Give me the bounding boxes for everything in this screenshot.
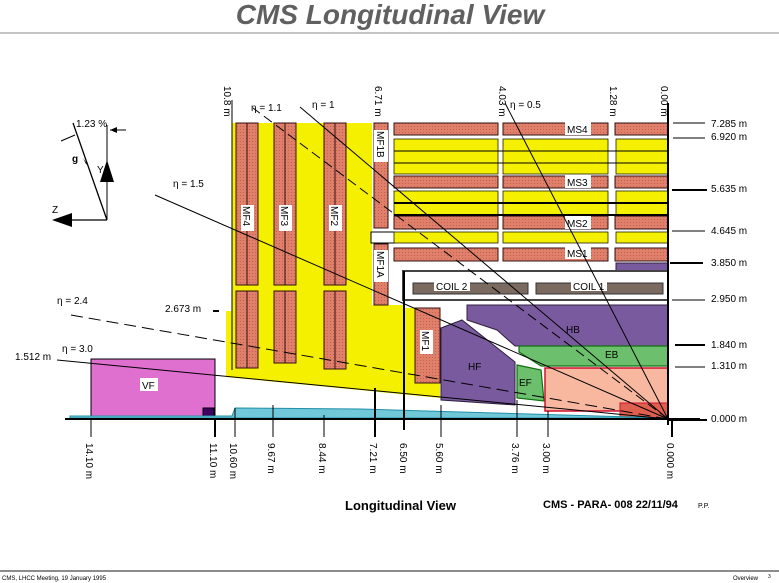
svg-text:3.850 m: 3.850 m bbox=[711, 258, 747, 269]
z-arrow-icon bbox=[52, 213, 72, 227]
svg-text:2.950 m: 2.950 m bbox=[711, 294, 747, 305]
svg-text:7.285 m: 7.285 m bbox=[711, 119, 747, 130]
hb-label: HB bbox=[566, 325, 580, 336]
coil1-label: COIL 1 bbox=[573, 282, 605, 293]
gravity-diagram: 1.23 % g Y Z bbox=[52, 119, 126, 227]
mf1b-label: MF1B bbox=[374, 131, 385, 158]
eta-1.5-label: η = 1.5 bbox=[173, 179, 204, 190]
eb-label: EB bbox=[605, 350, 619, 361]
mf2-label: MF2 bbox=[328, 206, 339, 226]
svg-text:11.10 m: 11.10 m bbox=[207, 443, 218, 478]
eta-lines bbox=[56, 102, 669, 420]
svg-text:9.67 m: 9.67 m bbox=[265, 443, 276, 474]
ms1-label: MS1 bbox=[567, 249, 588, 260]
ms3-label: MS3 bbox=[567, 178, 588, 189]
ms4-label: MS4 bbox=[567, 125, 588, 136]
gravity-label: g bbox=[72, 154, 78, 165]
mf3-label: MF3 bbox=[278, 206, 289, 226]
svg-text:4.645 m: 4.645 m bbox=[711, 226, 747, 237]
bottom-z-ticks bbox=[90, 388, 673, 437]
coil2-label: COIL 2 bbox=[436, 282, 468, 293]
footer-meeting: CMS, LHCC Meeting, 19 January 1995 bbox=[2, 576, 107, 582]
footer-page-number: 3 bbox=[768, 574, 771, 580]
y-axis-label: Y bbox=[97, 165, 104, 176]
svg-text:3.76 m: 3.76 m bbox=[509, 443, 520, 474]
muon-forward-stations bbox=[235, 122, 441, 384]
svg-text:0.00 m: 0.00 m bbox=[658, 86, 669, 117]
eta-2.4-label: η = 2.4 bbox=[57, 296, 88, 307]
muon-barrel-stations bbox=[393, 122, 669, 273]
vf-label: VF bbox=[142, 381, 155, 392]
right-r-ticks bbox=[668, 122, 707, 421]
svg-text:6.920 m: 6.920 m bbox=[711, 132, 747, 143]
eta-1-label: η = 1 bbox=[312, 100, 335, 111]
z-axis-label: Z bbox=[52, 205, 58, 216]
ef-em-forward bbox=[516, 364, 545, 402]
eta-0.5-label: η = 0.5 bbox=[510, 100, 541, 111]
svg-text:8.44 m: 8.44 m bbox=[316, 443, 327, 474]
svg-text:3.00 m: 3.00 m bbox=[540, 443, 551, 474]
beam-pipe-shielding bbox=[69, 407, 669, 419]
mf1-label: MF1 bbox=[419, 331, 430, 351]
mf4-label: MF4 bbox=[240, 206, 251, 226]
y-arrow-icon bbox=[100, 160, 114, 182]
hf-label: HF bbox=[468, 362, 481, 373]
diagram-caption: Longitudinal View bbox=[345, 498, 457, 513]
svg-text:6.71 m: 6.71 m bbox=[372, 86, 383, 117]
top-z-labels: 10.8 m 6.71 m 4.03 m 1.28 m 0.00 m bbox=[221, 86, 669, 117]
footer-section: Overview bbox=[733, 576, 759, 582]
page-title: CMS Longitudinal View bbox=[236, 0, 547, 30]
svg-text:14.10 m: 14.10 m bbox=[83, 443, 94, 479]
r-2.673-label: 2.673 m bbox=[165, 304, 201, 315]
mf1a-label: MF1A bbox=[374, 251, 385, 278]
r-1.512-label: 1.512 m bbox=[15, 352, 51, 363]
right-r-labels: 7.285 m 6.920 m 5.635 m 4.645 m 3.850 m … bbox=[711, 119, 747, 425]
svg-text:10.8 m: 10.8 m bbox=[221, 86, 232, 117]
ms2-label: MS2 bbox=[567, 219, 588, 230]
svg-text:10.60 m: 10.60 m bbox=[227, 443, 238, 479]
svg-text:5.60 m: 5.60 m bbox=[433, 443, 444, 474]
author-initials: P.P. bbox=[698, 503, 709, 510]
bottom-z-labels: 14.10 m 11.10 m 10.60 m 9.67 m 8.44 m 7.… bbox=[83, 443, 675, 479]
slope-label: 1.23 % bbox=[76, 119, 107, 130]
ef-label: EF bbox=[519, 378, 532, 389]
svg-text:7.21 m: 7.21 m bbox=[367, 443, 378, 474]
svg-text:6.50 m: 6.50 m bbox=[397, 443, 408, 474]
svg-text:0.000 m: 0.000 m bbox=[711, 414, 747, 425]
eta-1.1-label: η = 1.1 bbox=[251, 103, 282, 114]
svg-text:5.635 m: 5.635 m bbox=[711, 184, 747, 195]
svg-text:4.03 m: 4.03 m bbox=[496, 86, 507, 117]
svg-text:1.840 m: 1.840 m bbox=[711, 340, 747, 351]
document-reference: CMS - PARA- 008 22/11/94 bbox=[543, 499, 679, 511]
svg-text:1.28 m: 1.28 m bbox=[607, 86, 618, 117]
svg-text:1.310 m: 1.310 m bbox=[711, 361, 747, 372]
hf-hadron-forward bbox=[440, 319, 516, 406]
eta-3.0-label: η = 3.0 bbox=[62, 344, 93, 355]
svg-text:0.000 m: 0.000 m bbox=[664, 443, 675, 479]
